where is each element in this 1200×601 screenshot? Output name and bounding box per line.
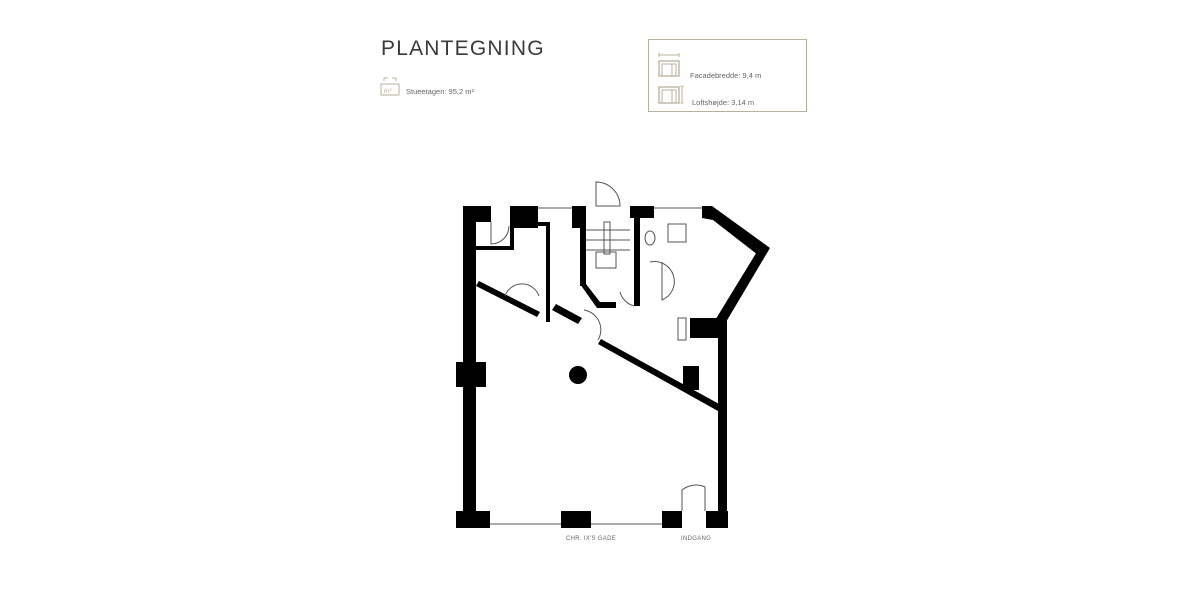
ceiling-height-label: Loftshøjde: 3,14 m xyxy=(692,98,755,107)
floor-area-m2-icon: m² xyxy=(380,76,400,101)
facade-width-label: Facadebredde: 9,4 m xyxy=(690,71,762,80)
floor-area-info: m² Stueetagen: 95,2 m² xyxy=(380,76,474,101)
spec-ceiling-height: Loftshøjde: 3,14 m xyxy=(658,84,754,109)
facade-width-icon xyxy=(658,51,682,82)
floor-plan xyxy=(440,170,780,555)
entrance-label: INDGANG xyxy=(681,536,712,542)
floor-plan-drawing xyxy=(456,181,770,528)
spec-box: Facadebredde: 9,4 m Loftshøjde: 3,14 m xyxy=(648,39,807,112)
ceiling-height-icon xyxy=(658,84,684,109)
svg-text:m²: m² xyxy=(384,88,393,95)
street-label: CHR. IX'S GADE xyxy=(566,536,617,542)
floor-area-label: Stueetagen: 95,2 m² xyxy=(406,87,474,96)
page-title: PLANTEGNING xyxy=(381,37,545,60)
spec-facade-width: Facadebredde: 9,4 m xyxy=(658,51,761,82)
